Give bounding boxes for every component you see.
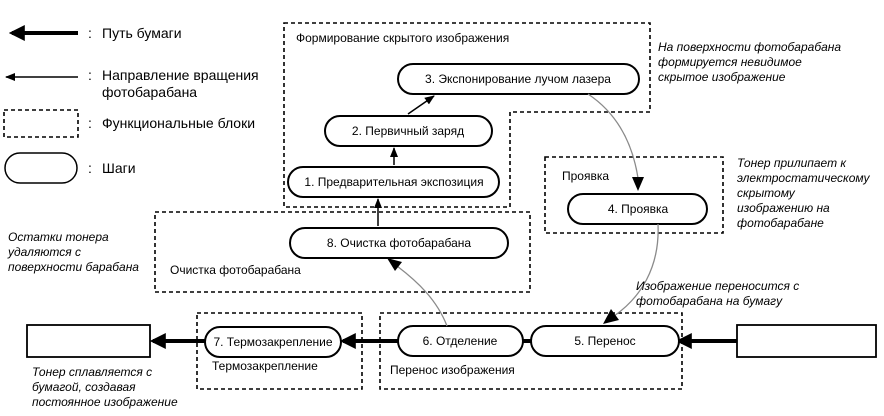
note-line: Тонер сплавляется с	[32, 365, 152, 379]
image-transfer-block-title: Перенос изображения	[390, 363, 515, 377]
legend-colon: :	[88, 160, 92, 176]
image-transfer-block	[379, 312, 683, 390]
step-8-drum-cleaning	[289, 227, 509, 259]
rotation-curve-step4-to-step5	[613, 223, 659, 317]
drum-cleaning-block	[154, 211, 531, 293]
step-1-pre-exposure	[287, 166, 500, 198]
step-6-label: 6. Отделение	[423, 334, 498, 348]
note-line: электростатическому	[737, 171, 870, 185]
step-5-transfer	[530, 325, 680, 357]
legend-rotation-label-line2: фотобарабана	[102, 84, 197, 100]
note-latent-image: На поверхности фотобарабана формируется …	[658, 40, 841, 84]
output-paper-box	[26, 324, 151, 358]
legend-paper-path-label: Путь бумаги	[102, 25, 182, 41]
development-block	[544, 156, 724, 234]
step-5-label: 5. Перенос	[574, 334, 635, 348]
legend-blocks-label: Функциональные блоки	[102, 115, 255, 131]
rotation-curve-step4-to-step5-head	[603, 309, 619, 324]
step-3-label: 3. Экспонирование лучом лазера	[425, 72, 611, 86]
step-8-label: 8. Очистка фотобарабана	[327, 236, 471, 250]
note-line: удаляются с	[7, 245, 81, 259]
note-line: изображению на	[737, 201, 830, 215]
development-block-title: Проявка	[562, 169, 609, 183]
note-line: Изображение переносится с	[636, 279, 799, 293]
legend-rotation-label-line1: Направление вращения	[102, 67, 259, 83]
step-6-separation	[397, 325, 524, 357]
step-7-label: 7. Термозакрепление	[213, 335, 332, 349]
note-toner-adhesion: Тонер прилипает к электростатическому ск…	[737, 156, 870, 230]
step-1-label: 1. Предварительная экспозиция	[304, 175, 483, 189]
step-4-development	[567, 193, 708, 225]
legend-steps-label: Шаги	[102, 160, 136, 176]
step-4-label: 4. Проявка	[608, 202, 669, 216]
step-7-fixing	[204, 326, 342, 358]
step-2-primary-charge	[324, 115, 493, 147]
note-image-transfer: Изображение переносится с фотобарабана н…	[636, 279, 799, 308]
latent-image-block	[283, 22, 651, 208]
rotation-curve-step6-to-step8-head	[387, 258, 402, 271]
drum-cleaning-block-title: Очистка фотобарабана	[170, 263, 301, 277]
note-line: скрытому	[737, 186, 796, 200]
note-line: фотобарабана на бумагу	[636, 294, 783, 308]
note-line: фотобарабане	[737, 216, 824, 230]
step-legend-swatch	[4, 152, 78, 184]
note-line: постоянное изображение	[32, 395, 178, 409]
note-fusing: Тонер сплавляется с бумагой, создавая по…	[32, 365, 178, 409]
rotation-curve-step3-to-step4-head	[632, 177, 644, 191]
fixing-block-title: Термозакрепление	[212, 359, 318, 373]
step-2-label: 2. Первичный заряд	[352, 124, 464, 138]
note-line: На поверхности фотобарабана	[658, 40, 841, 54]
legend-colon: :	[88, 115, 92, 131]
note-line: поверхности барабана	[8, 260, 139, 274]
latent-image-block-title: Формирование скрытого изображения	[296, 31, 509, 45]
legend: : Путь бумаги : Направление вращения фот…	[3, 25, 259, 184]
legend-colon: :	[88, 25, 92, 41]
input-paper-box	[736, 324, 877, 358]
legend-colon: :	[88, 67, 92, 83]
note-line: Остатки тонера	[8, 230, 109, 244]
functional-block-legend-swatch	[3, 109, 79, 138]
rotation-curve-step6-to-step8	[396, 265, 448, 327]
note-line: бумагой, создавая	[32, 380, 136, 394]
rotation-arrow-step2-to-step3	[407, 95, 435, 115]
note-residual-toner: Остатки тонера удаляются с поверхности б…	[7, 230, 139, 274]
rotation-curve-step3-to-step4	[587, 93, 639, 179]
fixing-block	[196, 312, 363, 390]
note-line: скрытое изображение	[658, 70, 786, 84]
note-line: Тонер прилипает к	[737, 156, 847, 170]
note-line: формируется невидимое	[658, 55, 802, 69]
step-3-laser-exposure	[397, 63, 640, 95]
